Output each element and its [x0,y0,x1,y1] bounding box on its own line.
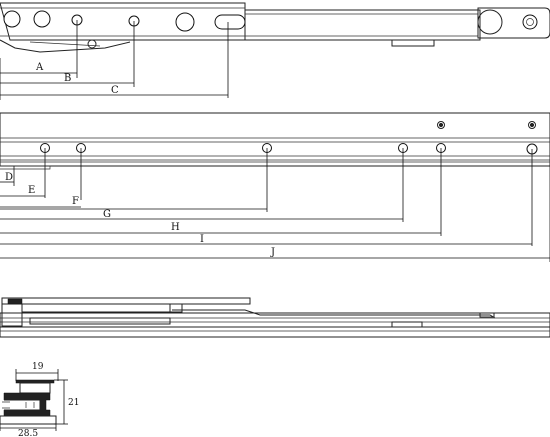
dimension-label-e: E [28,185,35,196]
dimension-label-f: F [72,196,79,207]
profile-view [0,297,550,338]
screw-icon [528,121,536,129]
rail-body [0,112,550,167]
dimension-label-d: D [5,172,13,183]
mounting-hole [33,10,51,28]
section-view: 19 21 28.5 [0,362,79,437]
screw-icon [437,121,445,129]
end-hole [522,14,538,30]
section-width-top: 19 [32,362,44,372]
front-dimensions: D E F G H I J [0,148,550,262]
dimension-label-c: C [111,85,119,96]
dimension-label-h: H [171,222,180,233]
dimension-label-g: G [103,209,111,220]
top-view: A B C [0,2,550,100]
section-width-bottom: 28.5 [18,429,38,437]
slot-hole [214,14,246,30]
profile-top-plate [1,297,251,305]
mounting-hole [3,10,21,28]
arm-tab [391,39,435,47]
hinge-arm [245,9,481,41]
end-plate [477,7,550,39]
dimension-label-j: J [270,247,275,258]
dimension-label-a: A [35,62,44,73]
section-height: 21 [68,398,79,408]
dimension-label-i: I [200,234,204,245]
front-view: D E F G H I J [0,112,550,262]
dimension-label-b: B [64,73,71,84]
top-dimensions: A B C [0,20,229,100]
mounting-hole [175,12,195,32]
